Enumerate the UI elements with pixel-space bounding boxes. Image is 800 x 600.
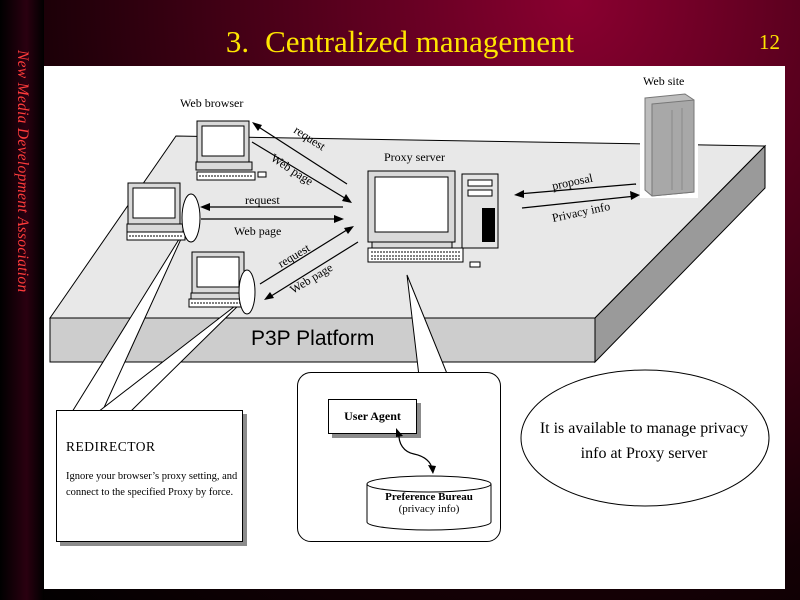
redirector-description: Ignore your browser’s proxy setting, and… — [66, 471, 238, 498]
user-agent-label: User Agent — [344, 409, 401, 423]
arrow-privacy-info — [521, 191, 640, 209]
preference-bureau-cylinder — [366, 475, 492, 531]
web-browser-label: Web browser — [180, 96, 244, 110]
title-number: 3. — [225, 24, 250, 59]
arrow-proposal — [514, 183, 637, 198]
arrow-top-request — [252, 122, 348, 185]
client-computer-middle — [126, 182, 201, 243]
page-number: 12 — [759, 30, 780, 54]
title-text: Centralized management — [265, 24, 575, 59]
note-ellipse — [520, 369, 770, 507]
web-browser-computer — [195, 120, 267, 181]
preference-bureau-label: Preference Bureau — [385, 491, 473, 503]
arrow-middle-request — [200, 203, 343, 211]
redirector-title: REDIRECTOR — [66, 439, 156, 454]
slide-title: 3. Centralized management — [0, 24, 800, 60]
web-site-label: Web site — [643, 74, 685, 88]
arrow-bottom-webpage — [264, 241, 359, 300]
arrow-middle-webpage — [201, 215, 344, 223]
agent-link-arrow — [398, 431, 433, 471]
preference-bureau-sublabel: (privacy info) — [398, 503, 460, 515]
label-middle-request: request — [245, 193, 280, 207]
proxy-server-computer — [367, 170, 499, 268]
arrow-bottom-request — [259, 226, 354, 285]
label-middle-webpage: Web page — [234, 224, 281, 238]
redirector-box: REDIRECTOR Ignore your browser’s proxy s… — [56, 410, 243, 542]
client-computer-bottom — [188, 251, 256, 315]
user-agent-box: User Agent — [328, 399, 417, 434]
left-sidebar: New Media Development Association — [0, 0, 44, 600]
note-text: It is available to manage privacy info a… — [539, 420, 749, 462]
platform-label: P3P Platform — [251, 327, 375, 350]
web-site-server — [640, 90, 698, 198]
arrow-top-webpage — [251, 141, 352, 203]
proxy-server-label: Proxy server — [384, 150, 445, 164]
